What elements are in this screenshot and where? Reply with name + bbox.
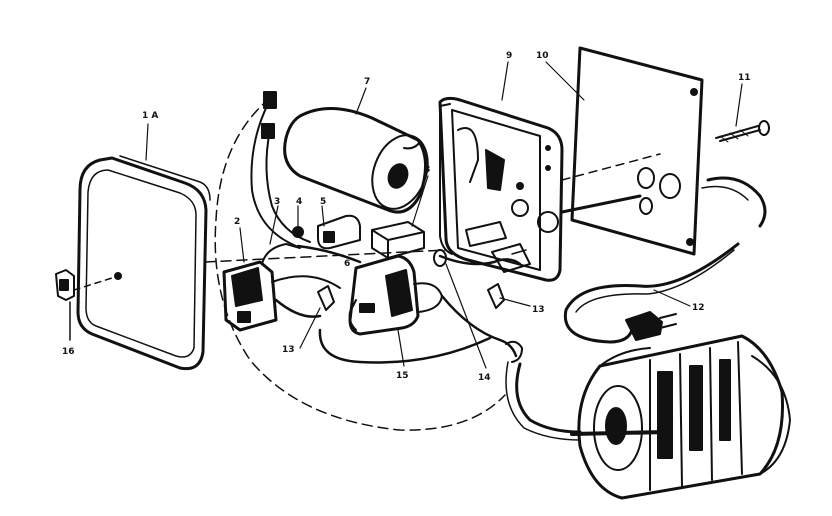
label-cover: 1 A xyxy=(142,111,158,121)
grommet-part xyxy=(433,249,523,363)
clip-part xyxy=(317,214,361,250)
bolt-part xyxy=(715,120,770,143)
label-wire-nut-right: 13 xyxy=(532,305,545,315)
label-switch: 15 xyxy=(396,371,409,381)
callout-labels: 1 A 2 3 4 5 6 7 8 9 10 11 12 13 13 14 15… xyxy=(62,51,751,383)
label-clip: 5 xyxy=(320,197,326,207)
lead-part xyxy=(250,91,311,247)
power-cord-part xyxy=(563,176,767,344)
cover-part xyxy=(76,155,211,371)
relay-part xyxy=(371,221,425,259)
gasket-part xyxy=(560,46,704,256)
label-wire-nut-left: 13 xyxy=(282,345,295,355)
housing-part xyxy=(438,96,564,282)
label-bolt: 11 xyxy=(738,73,751,83)
wire-nut-part xyxy=(317,283,505,311)
connector-part xyxy=(491,243,531,273)
label-grommet: 14 xyxy=(478,373,491,383)
motor-part xyxy=(505,334,791,500)
leader-lines xyxy=(145,61,743,369)
screw-part xyxy=(292,226,304,238)
assembly-outline xyxy=(214,97,506,431)
capacitor-part xyxy=(283,106,429,214)
terminal-block-part xyxy=(222,243,341,332)
label-cord-end: 6 xyxy=(344,259,350,269)
label-housing: 9 xyxy=(506,51,512,61)
label-terminal-block: 2 xyxy=(234,217,240,227)
label-clip-left: 16 xyxy=(62,347,75,357)
wiring xyxy=(274,244,522,364)
clip-16-part xyxy=(55,269,113,341)
switch-part xyxy=(348,254,443,336)
label-lead: 3 xyxy=(274,197,280,207)
label-power-cord: 12 xyxy=(692,303,705,313)
label-screw: 4 xyxy=(296,197,302,207)
label-gasket: 10 xyxy=(536,51,549,61)
label-relay: 8 xyxy=(424,165,430,175)
label-capacitor: 7 xyxy=(364,77,370,87)
